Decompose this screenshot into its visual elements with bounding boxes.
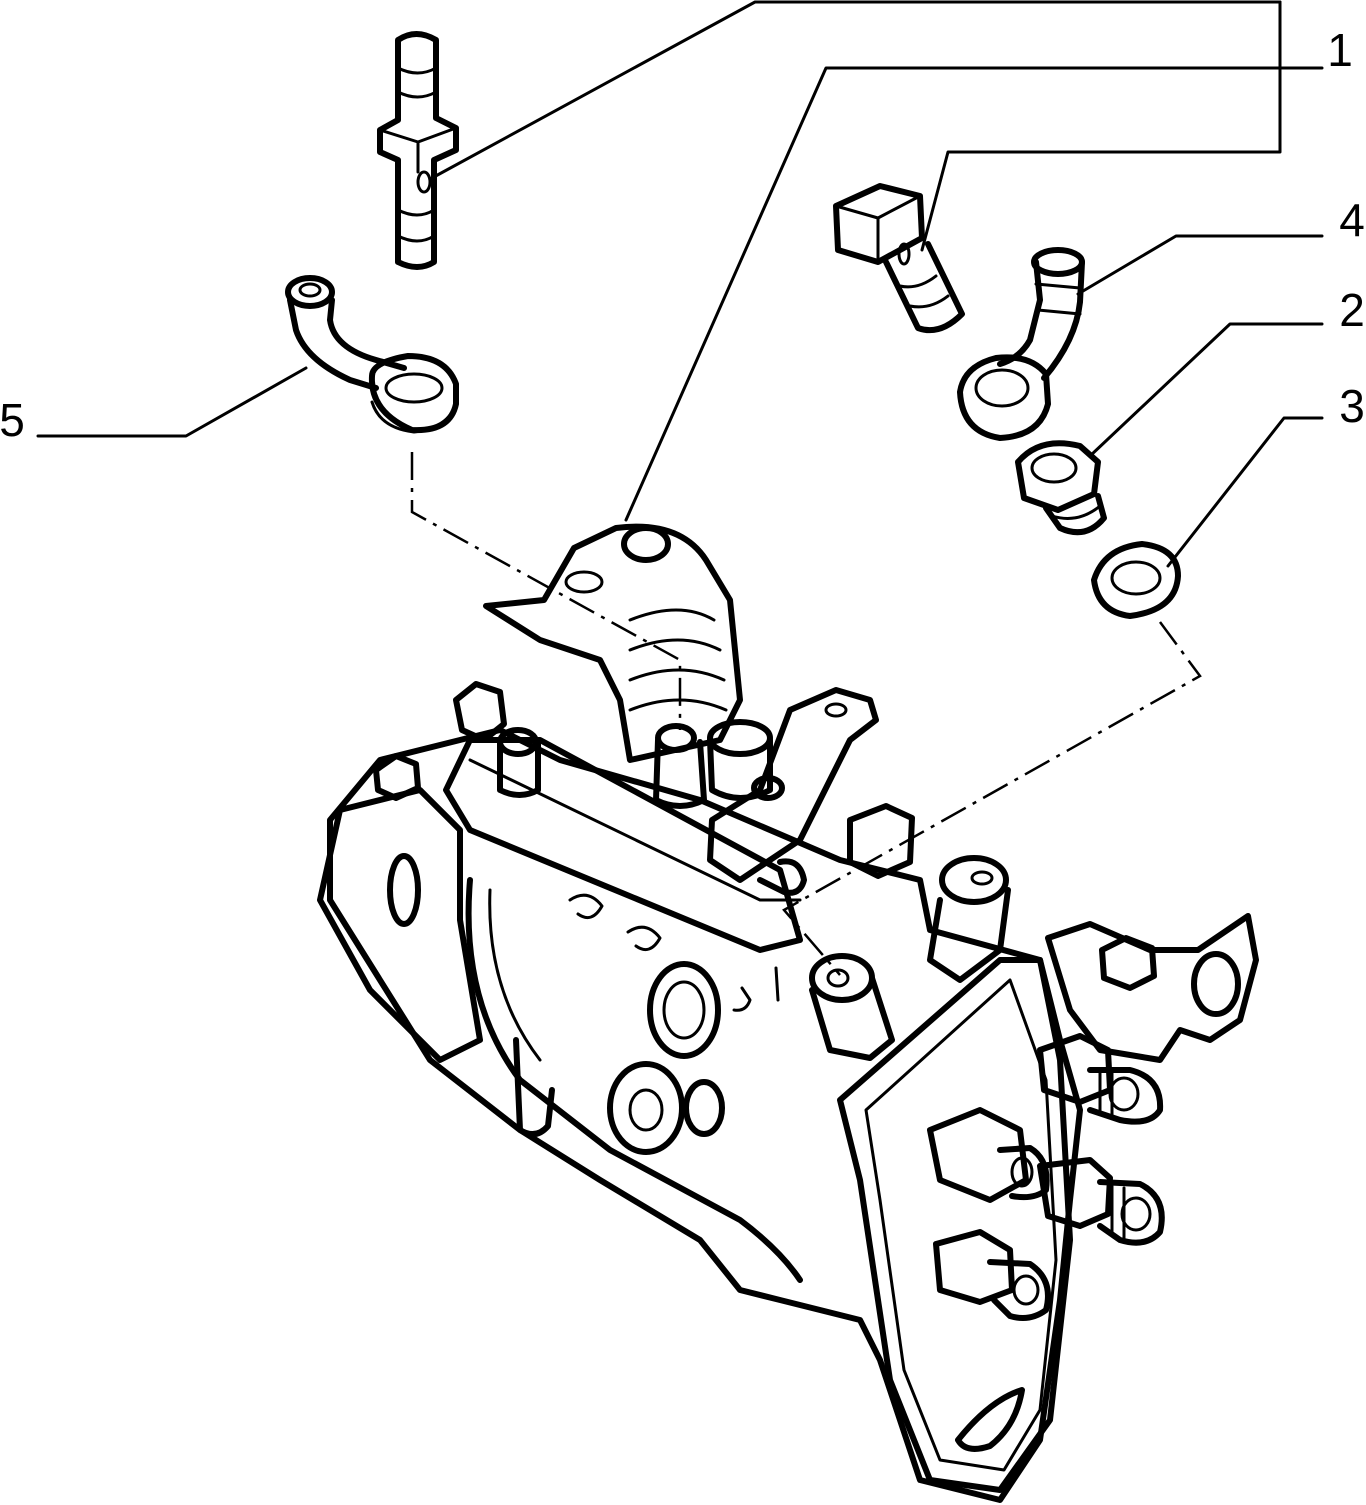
- leader-3: [1166, 416, 1324, 568]
- pipe-part-4: [957, 247, 1085, 441]
- leader-1-bracket: [920, 0, 1282, 252]
- washer-part-3: [1091, 541, 1181, 619]
- outlet-studs: [927, 1033, 1165, 1321]
- callout-label-2: 2: [1339, 284, 1365, 336]
- callout-label-4: 4: [1339, 194, 1365, 246]
- callout-label-5: 5: [0, 394, 25, 446]
- leader-4: [1076, 234, 1324, 296]
- leader-2: [1088, 322, 1324, 458]
- callout-label-3: 3: [1339, 380, 1365, 432]
- leader-lines: [36, 0, 1324, 568]
- pipe-part-5: [285, 275, 459, 434]
- callout-label-1: 1: [1327, 24, 1353, 76]
- leader-5: [36, 366, 308, 438]
- adapter-part-2: [1015, 440, 1107, 536]
- centerline-pipe-5: [410, 452, 682, 730]
- centerline-washer-3: [782, 621, 1202, 976]
- injection-pump-body: [317, 523, 1259, 1503]
- leader-1-pump: [624, 66, 1324, 522]
- banjo-bolt-part: [377, 31, 459, 270]
- hex-bolt-part: [833, 183, 965, 334]
- leader-1-banjo-bolt: [430, 0, 1282, 180]
